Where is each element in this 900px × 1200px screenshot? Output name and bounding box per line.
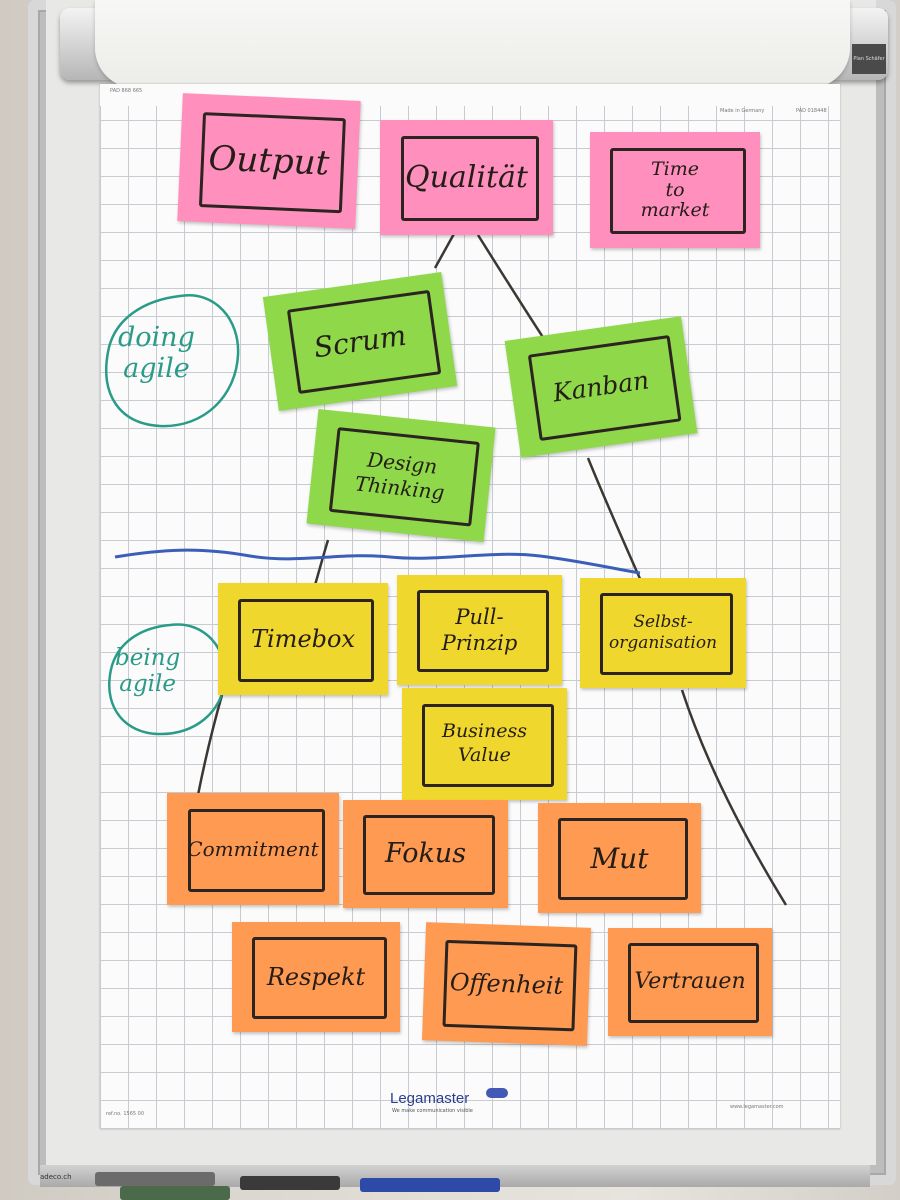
note-label: Design Thinking <box>353 446 446 505</box>
note-business-value: Business Value <box>402 688 567 800</box>
note-frame <box>400 136 540 222</box>
legamaster-logo: Legamaster <box>390 1090 470 1107</box>
note-pull-prinzip: Pull- Prinzip <box>397 575 562 685</box>
note-label: Output <box>207 138 331 184</box>
brand-plate: Plan Schäfer <box>852 44 886 74</box>
note-time-to-market: Time to market <box>590 132 760 248</box>
pyramid-line-left-mid <box>313 539 330 586</box>
note-label: Qualität <box>405 159 528 195</box>
note-qualitaet: Qualität <box>380 120 553 235</box>
marker-pen-4[interactable] <box>360 1178 500 1192</box>
note-frame <box>421 703 554 787</box>
note-respekt: Respekt <box>232 922 400 1032</box>
note-frame <box>610 148 747 235</box>
note-frame <box>362 815 495 896</box>
note-frame <box>599 593 733 675</box>
note-output: Output <box>177 93 361 229</box>
flipchart-paper-roll <box>95 0 850 88</box>
marker-pen-1[interactable] <box>95 1172 215 1186</box>
note-frame <box>187 808 326 892</box>
note-label: Selbst- organisation <box>608 611 718 653</box>
note-frame <box>627 943 759 1024</box>
note-frame <box>238 598 375 682</box>
note-kanban: Kanban <box>504 316 698 458</box>
pyramid-line-right-mid <box>586 457 647 591</box>
pyramid-line-top-right <box>476 234 550 346</box>
note-label: Vertrauen <box>634 969 746 995</box>
pyramid-line-top-left <box>433 231 457 269</box>
sheet-made-in: Made in Germany <box>720 108 765 114</box>
sheet-url: www.legamaster.com <box>730 1104 784 1110</box>
note-label: Commitment <box>187 836 319 861</box>
note-label: Fokus <box>384 838 467 870</box>
note-label: Respekt <box>266 963 366 991</box>
marker-pen-3[interactable] <box>240 1176 340 1190</box>
note-commitment: Commitment <box>167 793 339 905</box>
sheet-ref-number: ref.no. 1565 00 <box>106 1111 145 1117</box>
note-label: Mut <box>590 841 649 875</box>
pyramid-line-left-low <box>196 694 224 796</box>
note-label: Time to market <box>640 157 710 222</box>
pyramid-line-right-low <box>680 689 788 906</box>
note-label: Pull- Prinzip <box>441 604 518 655</box>
note-design-thinking: Design Thinking <box>306 409 496 542</box>
waterline-wave <box>114 548 641 575</box>
note-frame <box>416 590 549 672</box>
note-offenheit: Offenheit <box>421 922 592 1046</box>
legamaster-tagline: We make communication visible <box>392 1108 473 1114</box>
doing-agile-circle <box>105 293 240 428</box>
sheet-code-right: PAD 018448 <box>796 108 827 114</box>
note-fokus: Fokus <box>343 800 508 908</box>
note-label: Business Value <box>441 720 527 766</box>
note-label: Timebox <box>251 625 355 653</box>
note-frame <box>252 937 387 1019</box>
tray-label: adeco.ch <box>40 1173 72 1181</box>
note-timebox: Timebox <box>218 583 388 695</box>
note-frame <box>557 818 688 900</box>
doing-agile-label: doing agile <box>118 322 195 385</box>
marker-pen-2[interactable] <box>120 1186 230 1200</box>
note-label: Offenheit <box>449 968 564 1000</box>
note-selbstorganisation: Selbst- organisation <box>580 578 746 688</box>
sheet-code-left: PAD 868 665 <box>110 88 143 94</box>
note-vertrauen: Vertrauen <box>608 928 772 1036</box>
being-agile-label: being agile <box>115 645 181 698</box>
note-mut: Mut <box>538 803 701 913</box>
legamaster-logo-icon <box>486 1088 508 1098</box>
